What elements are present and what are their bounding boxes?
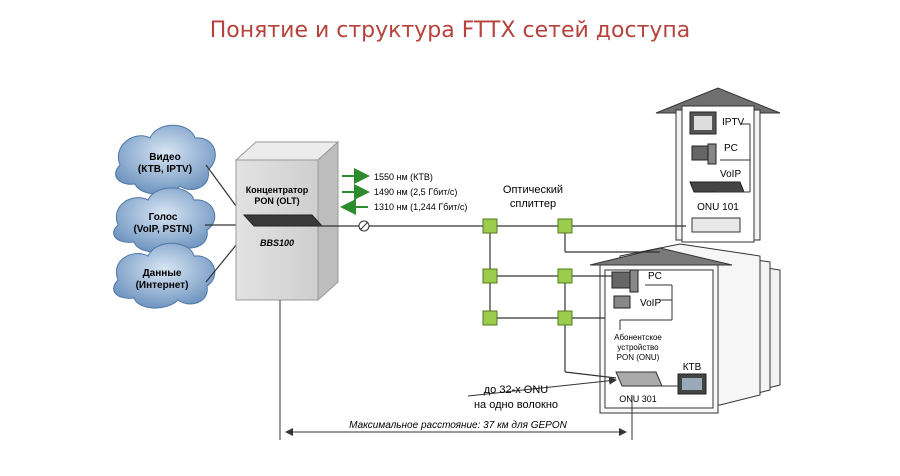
top-onu-label: ONU 101: [697, 202, 739, 213]
onu-device-label-3: PON (ONU): [617, 353, 660, 362]
wavelength-1490: 1490 нм (2,5 Гбит/с): [374, 187, 457, 197]
splitter-node: [557, 268, 573, 284]
splitter-node: [557, 218, 573, 234]
pc-icon: [611, 271, 631, 289]
olt-cabinet: Концентратор PON (OLT) BBS100: [234, 140, 340, 302]
distance-note: Максимальное расстояние: 37 км для GEPON: [349, 420, 567, 431]
splitter-nodes: [482, 218, 573, 326]
cloud-video-sub: (КТВ, IPTV): [138, 164, 192, 175]
cloud-video: Видео (КТВ, IPTV): [115, 124, 216, 195]
bottom-ktv-label: КТВ: [683, 362, 702, 373]
splitter-node: [557, 310, 573, 326]
house-bottom-interior: PC VoIP Абонентское устройство PON (ONU)…: [611, 269, 707, 404]
splitter-node: [482, 268, 498, 284]
page-title: Понятие и структура FTTX сетей доступа: [209, 18, 691, 43]
onu-device-label: Абонентское: [614, 333, 662, 342]
olt-sublabel: PON (OLT): [254, 196, 299, 206]
pc-icon: [691, 145, 709, 161]
bottom-pc-label: PC: [648, 271, 662, 282]
top-voip-label: VoIP: [720, 169, 741, 180]
onu-note: до 32-х ONU: [484, 384, 549, 396]
onu-box-icon: [615, 371, 663, 387]
onu-note-arrow: [467, 376, 617, 397]
splitter-label: Оптический: [503, 184, 563, 196]
splitter-node: [482, 218, 498, 234]
top-iptv-label: IPTV: [722, 117, 745, 128]
cloud-data-sub: (Интернет): [136, 280, 189, 291]
wavelength-1310: 1310 нм (1,244 Гбит/с): [374, 202, 467, 212]
splitter-sublabel: сплиттер: [510, 198, 556, 210]
olt-device: [242, 214, 324, 227]
wavelength-1550: 1550 нм (КТВ): [374, 172, 433, 182]
top-pc-label: PC: [724, 143, 738, 154]
phone-icon: [613, 295, 631, 309]
olt-model: BBS100: [260, 238, 294, 248]
cloud-data-label: Данные: [143, 268, 182, 279]
olt-label: Концентратор: [246, 185, 309, 195]
cloud-voice-sub: (VoIP, PSTN): [133, 224, 192, 235]
onu-box-icon: [689, 181, 745, 193]
cloud-video-label: Видео: [149, 152, 180, 163]
cloud-voice-label: Голос: [149, 212, 178, 223]
cloud-voice: Голос (VoIP, PSTN): [113, 187, 216, 253]
cloud-data: Данные (Интернет): [113, 242, 216, 309]
onu-note-2: на одно волокно: [474, 399, 558, 411]
house-top: IPTV PC VoIP ONU 101: [655, 87, 781, 243]
onu-device-label-2: устройство: [617, 343, 659, 352]
socket-icon: [691, 217, 741, 233]
bottom-voip-label: VoIP: [640, 298, 661, 309]
splitter-node: [482, 310, 498, 326]
bottom-onu-label: ONU 301: [619, 394, 657, 404]
